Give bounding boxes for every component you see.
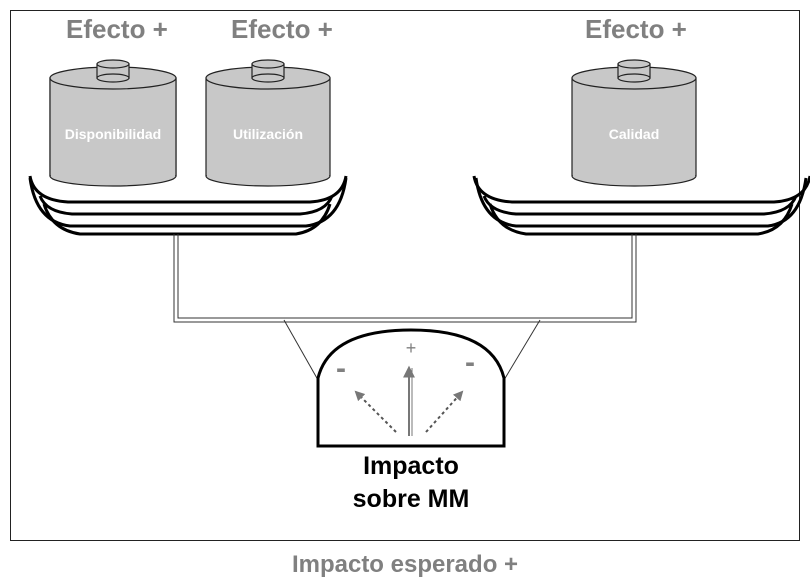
weight-label-calidad: Calidad bbox=[608, 126, 660, 142]
weight-calidad bbox=[571, 59, 697, 187]
impact-gauge bbox=[316, 328, 506, 448]
meter-label-line2: sobre MM bbox=[352, 485, 470, 513]
connecting-beam bbox=[173, 234, 637, 381]
weight-label-disponibilidad: Disponibilidad bbox=[64, 126, 162, 142]
diagram-frame bbox=[10, 10, 800, 541]
gauge-plus-sign: + bbox=[406, 338, 417, 358]
right-scale-pan bbox=[472, 175, 810, 236]
gauge-minus-left-sign: - bbox=[336, 352, 346, 385]
weight-label-utilizacion: Utilización bbox=[232, 126, 303, 142]
gauge-minus-right-sign: - bbox=[465, 346, 475, 379]
weight-disponibilidad bbox=[49, 59, 177, 187]
effect-label-disponibilidad: Efecto + bbox=[66, 14, 168, 44]
effect-label-calidad: Efecto + bbox=[585, 14, 687, 44]
gauge-signs: + - - bbox=[336, 338, 475, 385]
meter-label-line1: Impacto bbox=[363, 452, 459, 480]
gauge-needles bbox=[354, 365, 464, 436]
effect-label-utilizacion: Efecto + bbox=[231, 14, 333, 44]
impact-caption: Impacto esperado + bbox=[291, 551, 519, 578]
weight-utilizacion bbox=[205, 59, 331, 187]
left-scale-pan bbox=[28, 175, 348, 236]
meter-label: Impacto sobre MM bbox=[300, 450, 522, 516]
